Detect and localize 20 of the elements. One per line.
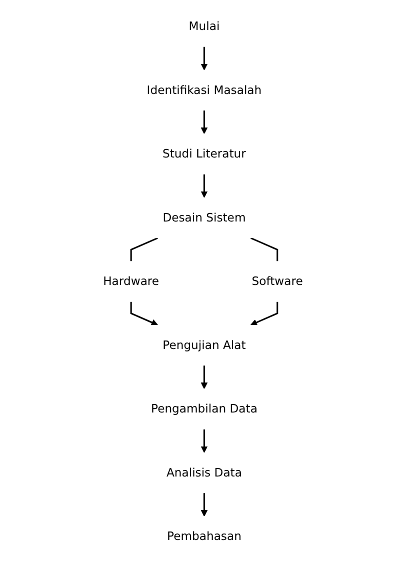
connector [130,237,158,262]
arrow [200,493,208,517]
connector [250,237,278,262]
arrow [200,110,208,134]
node-text: Analisis Data [166,466,242,480]
arrow [200,46,208,70]
node-text: Pengambilan Data [151,402,258,416]
node-text: Mulai [188,19,220,34]
node-text: Identifikasi Masalah [146,83,262,97]
node-text: Hardware [103,274,160,288]
node-text: Pembahasan [167,529,242,544]
node-text: Studi Literatur [162,146,246,161]
node-text: Software [252,274,303,288]
arrow [130,302,158,326]
node-text: Desain Sistem [162,210,246,225]
arrow [200,429,208,453]
node-text: Pengujian Alat [162,338,246,352]
arrow [200,174,208,198]
arrow [250,302,278,326]
arrow [200,366,208,390]
